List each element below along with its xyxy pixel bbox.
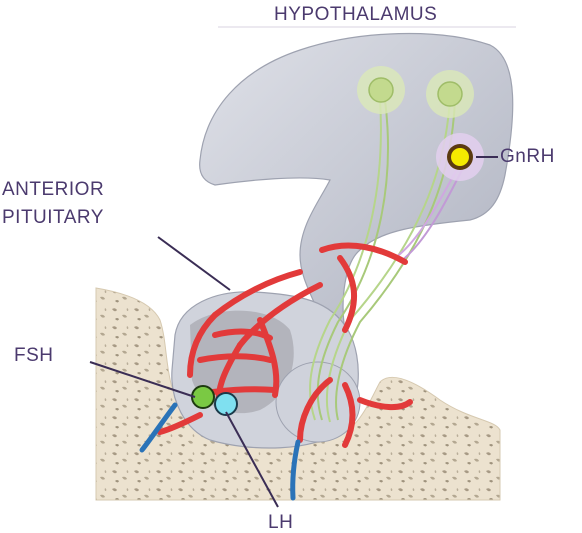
lh-label: LH	[268, 512, 293, 533]
hypothalamus-label: HYPOTHALAMUS	[274, 4, 437, 26]
fsh-cell	[192, 386, 214, 408]
gnrh-label: GnRH	[500, 146, 555, 168]
anterior-pituitary-label: ANTERIOR PITUITARY	[2, 176, 104, 232]
hypothalamic-neuron-2	[426, 70, 474, 118]
anterior-pituitary-label-line1: ANTERIOR	[2, 176, 104, 204]
hypothalamic-neuron-1	[357, 66, 405, 114]
fsh-label: FSH	[14, 345, 54, 367]
anterior-pituitary-label-line2: PITUITARY	[2, 204, 104, 232]
lh-cell	[215, 393, 237, 415]
anterior-pituitary-leader	[158, 237, 230, 290]
